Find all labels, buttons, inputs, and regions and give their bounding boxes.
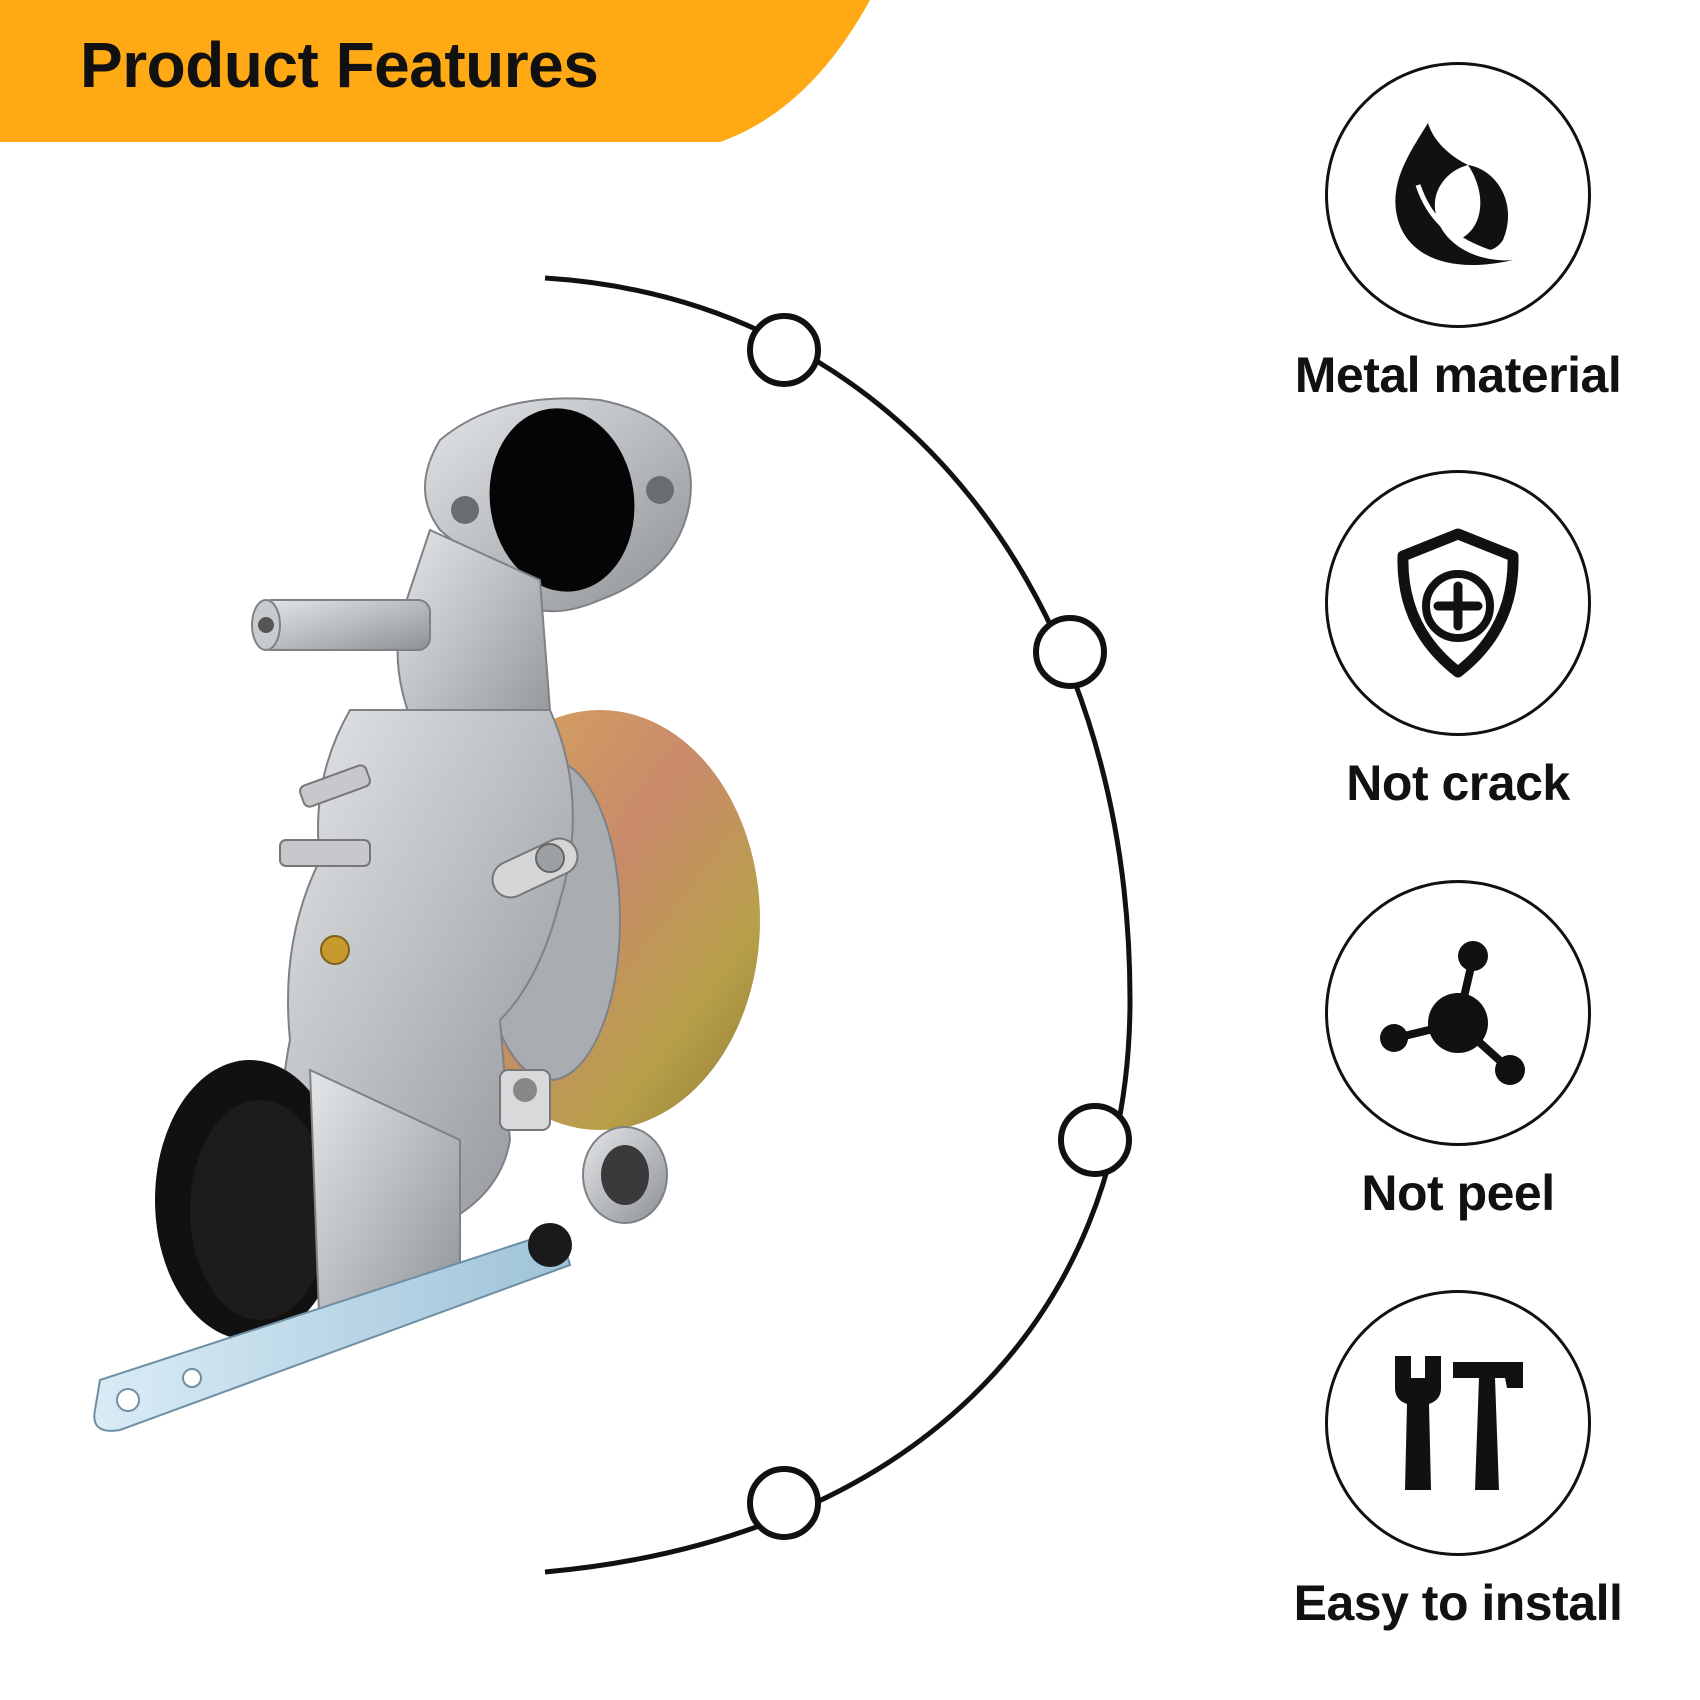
feature-label: Not peel: [1361, 1165, 1555, 1221]
feature-icon-circle: [1325, 1290, 1591, 1556]
feature-icon-circle: [1325, 62, 1591, 328]
feature-label: Not crack: [1346, 755, 1570, 811]
page-title: Product Features: [80, 29, 599, 101]
molecule-icon: [1380, 941, 1525, 1085]
arc-node-2: [1033, 615, 1107, 689]
feature-label: Metal material: [1294, 347, 1622, 403]
feature-icon-circle: [1325, 470, 1591, 736]
arc-node-1: [747, 313, 821, 387]
feature-not-crack: Not crack: [1258, 470, 1658, 812]
header-banner: Product Features: [0, 0, 1700, 150]
wrench-hammer-icon: [1395, 1356, 1523, 1490]
arc-node-3: [1058, 1103, 1132, 1177]
feature-easy-to-install: Easy to install: [1258, 1290, 1658, 1632]
leaf-icon: [1395, 123, 1513, 266]
product-image: [93, 397, 760, 1432]
arc-node-4: [747, 1466, 821, 1540]
feature-label: Easy to install: [1293, 1575, 1623, 1631]
feature-icon-circle: [1325, 880, 1591, 1146]
banner-shape: [0, 0, 870, 142]
shield-plus-icon: [1397, 528, 1519, 678]
feature-metal-material: Metal material: [1258, 62, 1658, 404]
feature-not-peel: Not peel: [1258, 880, 1658, 1222]
